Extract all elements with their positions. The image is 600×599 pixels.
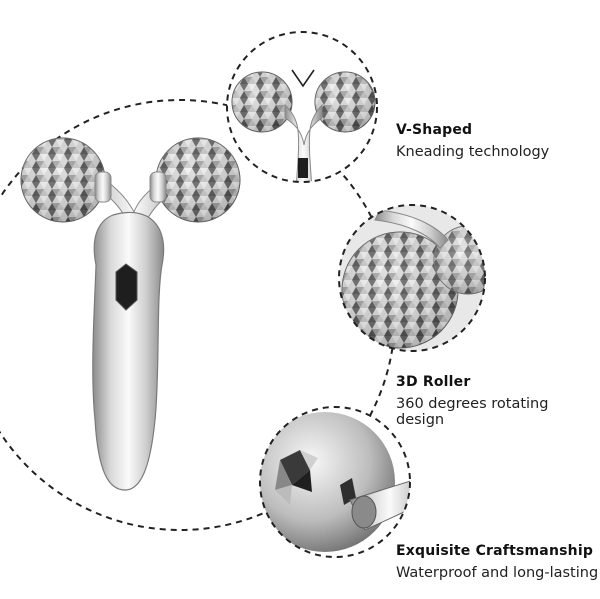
feature-craftsmanship: Exquisite Craftsmanship Waterproof and l… — [396, 543, 598, 581]
face-roller-product — [20, 137, 241, 491]
feature-description: 360 degrees rotating design — [396, 396, 549, 428]
v-arrow-icon — [291, 69, 315, 88]
feature-title: Exquisite Craftsmanship — [396, 543, 594, 559]
detail-circle-3d-roller — [338, 204, 486, 352]
feature-3d-roller: 3D Roller 360 degrees rotating design — [396, 374, 600, 428]
button-icon — [115, 263, 138, 311]
detail-circle-v-shaped — [226, 31, 378, 183]
feature-v-shaped: V-Shaped Kneading technology — [396, 122, 549, 160]
feature-title: V-Shaped — [396, 122, 473, 138]
detail-circle-craftsmanship — [259, 406, 411, 558]
feature-title: 3D Roller — [396, 374, 471, 390]
feature-description: Waterproof and long-lasting — [396, 565, 599, 581]
feature-description: Kneading technology — [396, 144, 550, 160]
